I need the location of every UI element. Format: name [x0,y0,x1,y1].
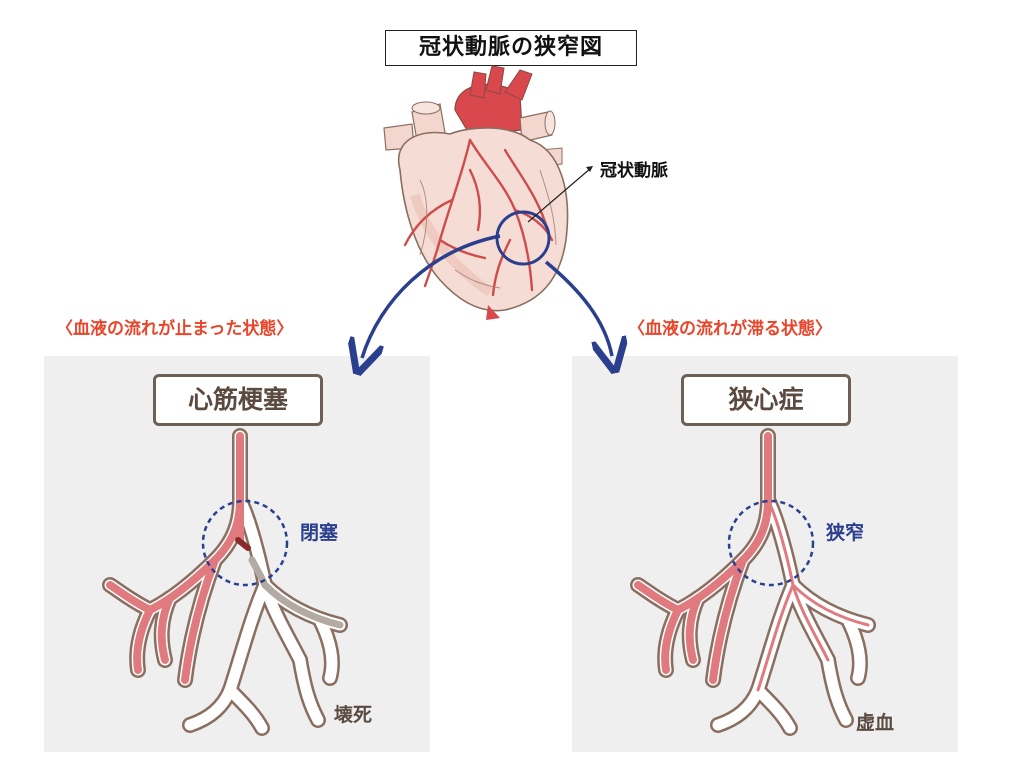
page-title: 冠状動脈の狭窄図 [385,30,637,66]
arrow-to-left [362,234,501,358]
stenosis-highlight-circle [727,499,815,587]
stenosis-label: 狭窄 [826,522,865,544]
myocardial-infarction-tag: 心筋梗塞 [153,374,323,426]
right-section-heading: 〈血液の流れが滞る状態〉 [628,319,832,339]
angina-tag: 狭心症 [681,374,851,426]
occlusion-label: 閉塞 [300,522,339,544]
arrow-to-right [544,260,612,356]
right-artery-tree [630,428,876,736]
necrosis-label: 壊死 [334,704,373,726]
ischemia-label: 虚血 [856,712,895,734]
occlusion-highlight-circle [201,499,289,587]
heart-illustration [383,65,569,320]
left-artery-tree [102,428,348,736]
callout-line [527,167,592,223]
coronary-artery-label: 冠状動脈 [600,161,668,181]
callout-arrowhead [586,166,593,172]
left-section-heading: 〈血液の流れが止まった状態〉 [56,319,294,339]
